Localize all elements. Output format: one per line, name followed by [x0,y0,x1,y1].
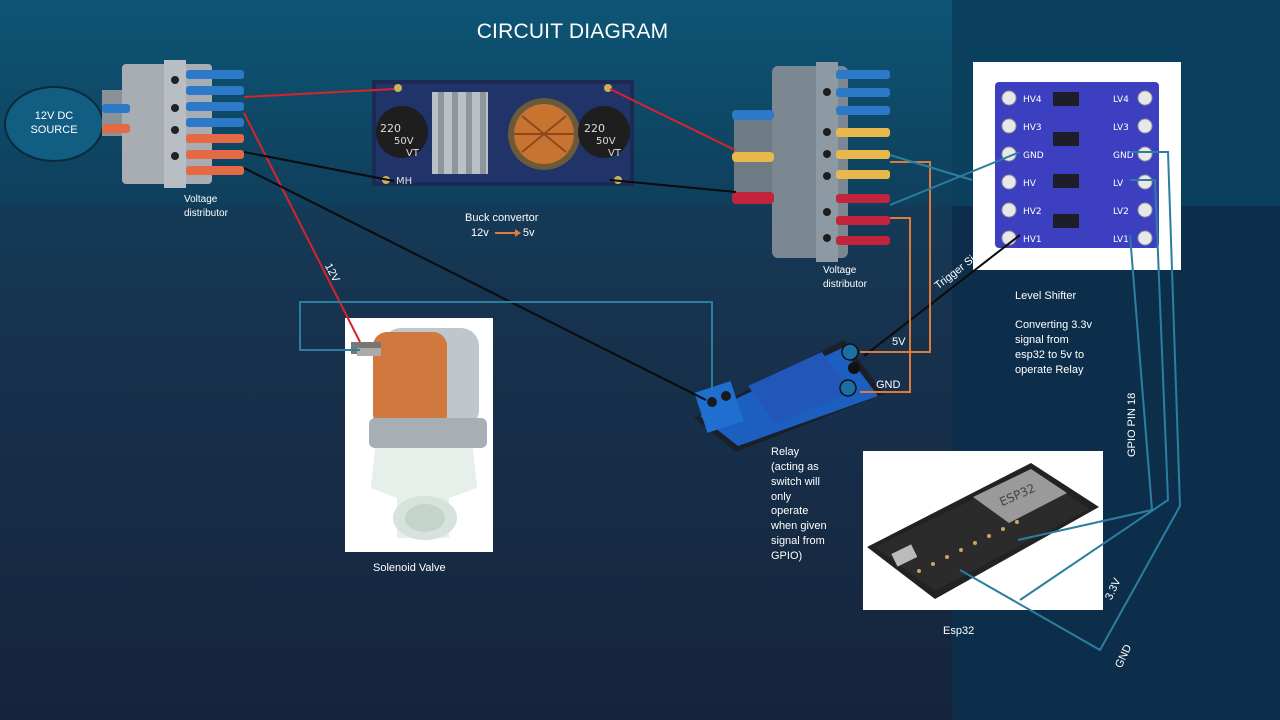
capacitor-right-voltage: 50V [596,136,616,147]
voltage-distributor-right [732,62,890,262]
relay-module [694,340,884,452]
distributor-left-label: Voltage distributor [184,194,228,219]
level-shifter-pin-left-3 [1001,174,1017,190]
level-shifter-description: Converting 3.3v signal from esp32 to 5v … [1015,319,1093,376]
level-shifter-pin-label-left-0: HV4 [1023,95,1042,105]
capacitor-right-mark: VT [608,148,622,159]
level-shifter-pin-label-left-2: GND [1023,151,1044,161]
level-shifter-pin-left-1 [1001,118,1017,134]
level-shifter-pin-right-5 [1137,230,1153,246]
level-shifter-pin-label-right-0: LV4 [1113,95,1129,105]
board-mark: MH [396,176,412,187]
capacitor-left-text: 220 [380,122,401,135]
esp32-photo: ESP32 [863,451,1103,610]
level-shifter-pin-label-right-5: LV1 [1113,235,1129,245]
level-shifter-pin-right-0 [1137,90,1153,106]
level-shifter-pin-right-1 [1137,118,1153,134]
solenoid-valve-photo [345,318,493,552]
power-source: 12V DC SOURCE [4,86,104,162]
label-gnd-relay: GND [876,379,901,391]
distributor-right-label: Voltage distributor [823,265,867,290]
level-shifter-pin-left-4 [1001,202,1017,218]
level-shifter-pin-right-3 [1137,174,1153,190]
level-shifter-pin-left-0 [1001,90,1017,106]
level-shifter-pin-label-left-5: HV1 [1023,235,1042,245]
source-label-line1: 12V DC [34,110,74,123]
level-shifter-pin-right-4 [1137,202,1153,218]
level-shifter-pin-label-left-4: HV2 [1023,207,1042,217]
level-shifter-pin-right-2 [1137,146,1153,162]
solenoid-label: Solenoid Valve [373,562,446,574]
diagram-title: CIRCUIT DIAGRAM [476,20,669,43]
level-shifter-pin-label-right-1: LV3 [1113,123,1129,133]
capacitor-left-mark: VT [406,148,420,159]
source-label-line2: SOURCE [30,124,78,136]
label-5v: 5V [892,336,906,348]
level-shifter-pin-label-right-4: LV2 [1113,207,1129,217]
buck-converter: 220 50V VT 220 50V VT MH [372,80,634,187]
relay-label: Relay (acting as switch will only operat… [771,446,827,562]
level-shifter-pin-label-right-2: GND [1113,151,1134,161]
level-shifter-title: Level Shifter [1015,290,1077,302]
buck-input-voltage: 12v [471,226,489,239]
level-shifter-pin-label-left-1: HV3 [1023,123,1042,133]
level-shifter-pin-label-right-3: LV [1113,179,1124,189]
capacitor-left-voltage: 50V [394,136,414,147]
level-shifter-pin-label-left-3: HV [1023,179,1037,189]
esp32-label: Esp32 [943,625,975,637]
arrow-icon [494,228,521,237]
level-shifter-pin-left-2 [1001,146,1017,162]
buck-output-voltage: 5v [522,226,535,239]
label-gpio18: GPIO PIN 18 [1126,392,1138,457]
level-shifter-pin-left-5 [1001,230,1017,246]
label-12v: 12V [322,261,342,285]
buck-label: Buck convertor 12v 5v [465,212,539,239]
capacitor-right-text: 220 [584,122,605,135]
voltage-distributor-left [102,60,244,188]
